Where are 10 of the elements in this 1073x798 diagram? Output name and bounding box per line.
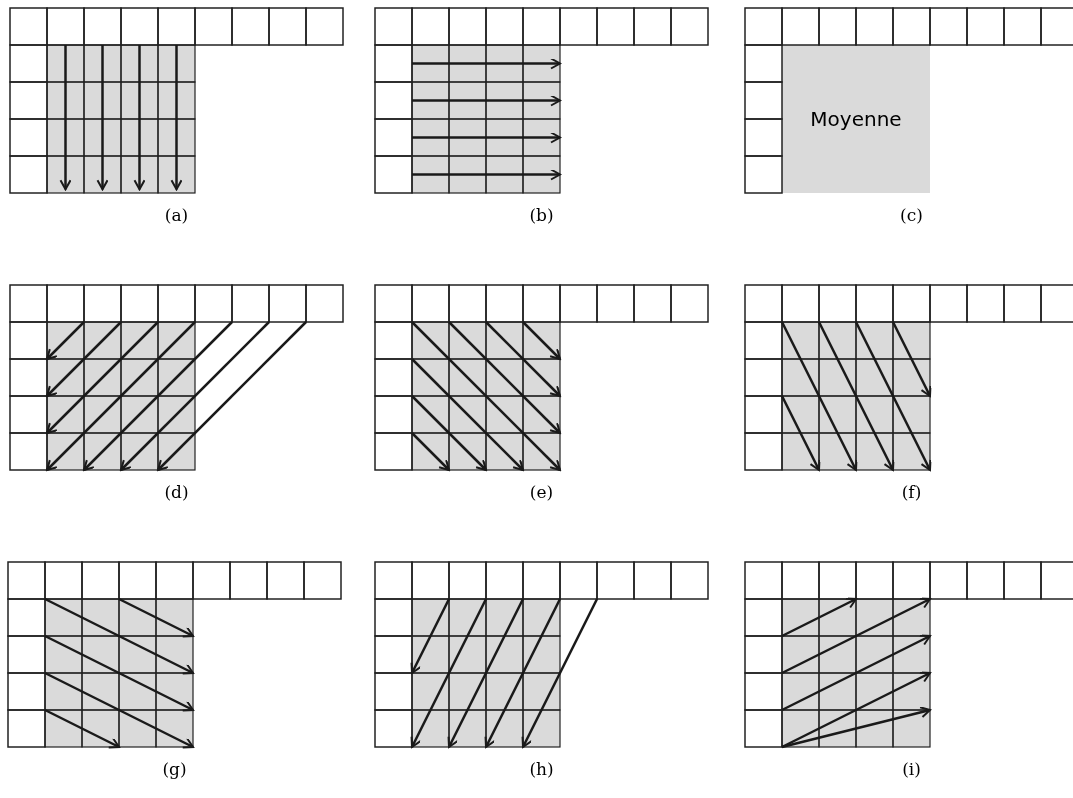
average-label: Moyenne xyxy=(810,107,902,131)
panel-caption: (h) xyxy=(529,759,554,779)
panel-caption: (e) xyxy=(529,482,554,502)
panel-caption: (f) xyxy=(901,482,922,502)
panel-caption: (a) xyxy=(164,205,189,225)
panel-caption: (b) xyxy=(529,205,554,225)
panel-caption: (g) xyxy=(162,759,187,779)
panel-caption: (c) xyxy=(900,205,923,225)
panel-caption: (i) xyxy=(902,759,921,779)
panel-caption: (d) xyxy=(164,482,189,502)
